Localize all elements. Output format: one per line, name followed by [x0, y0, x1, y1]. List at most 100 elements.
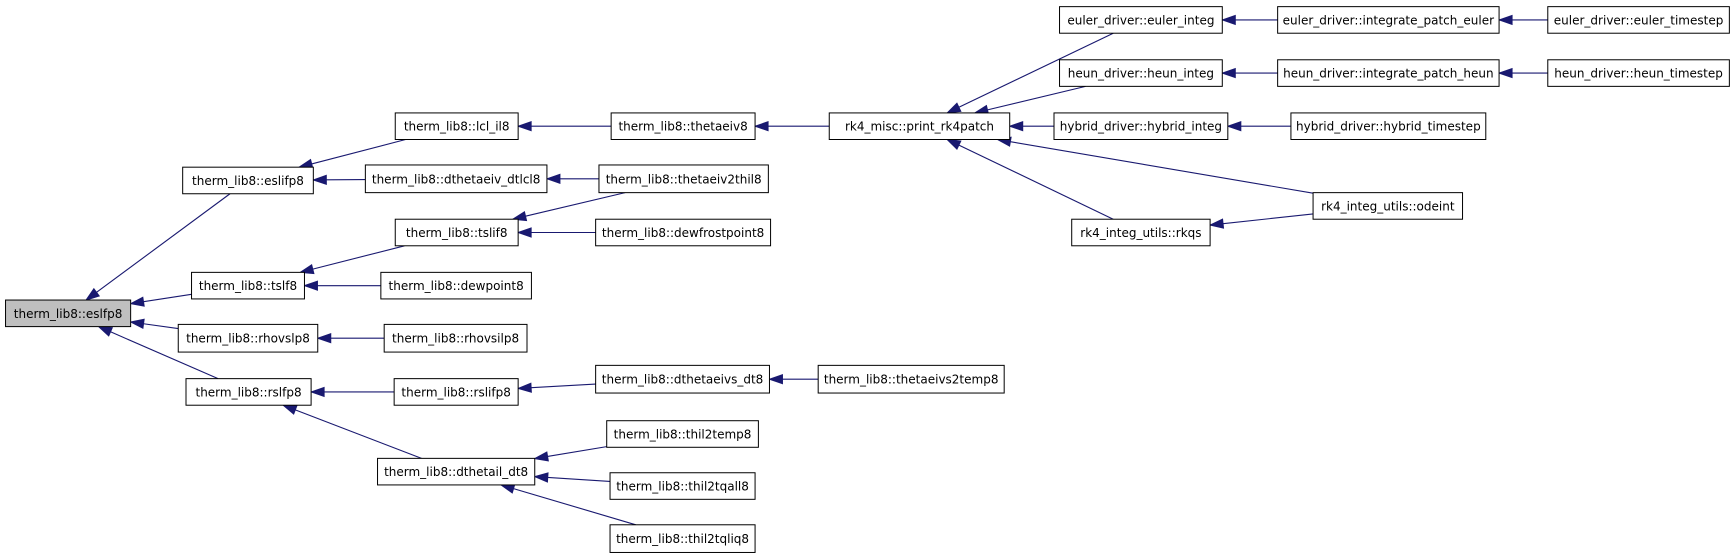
edge-dthetaeivs_dt8-to-rslifp8: [516, 382, 596, 393]
node-box[interactable]: [177, 323, 319, 353]
edge-line: [312, 245, 405, 270]
node-label: heun_driver::heun_timestep: [1554, 67, 1723, 81]
arrowhead: [311, 174, 327, 186]
arrowhead: [298, 263, 315, 275]
edge-dewpoint8-to-tslf8: [302, 280, 381, 291]
edge-tslif8-to-tslf8: [298, 245, 405, 275]
node-label: heun_driver::heun_integ: [1068, 67, 1214, 81]
node-integrate_patch_euler[interactable]: euler_driver::integrate_patch_euler: [1277, 6, 1500, 34]
edge-eslifp8-to-eslfp8: [84, 193, 231, 301]
node-print_rk4patch[interactable]: rk4_misc::print_rk4patch: [828, 112, 1011, 141]
node-box[interactable]: [598, 164, 769, 194]
node-eslfp8[interactable]: therm_lib8::eslfp8: [5, 299, 132, 328]
node-dthetaeiv_dtlcl8[interactable]: therm_lib8::dthetaeiv_dtlcl8: [364, 164, 548, 194]
node-euler_timestep[interactable]: euler_driver::euler_timestep: [1547, 6, 1730, 34]
node-label: therm_lib8::thetaeiv8: [618, 120, 747, 134]
node-integrate_patch_heun[interactable]: heun_driver::integrate_patch_heun: [1277, 59, 1500, 87]
node-euler_integ[interactable]: euler_driver::euler_integ: [1059, 6, 1223, 34]
node-box[interactable]: [1053, 112, 1229, 141]
arrowhead: [945, 138, 962, 151]
arrowhead: [1220, 14, 1236, 26]
node-box[interactable]: [1059, 6, 1223, 34]
node-heun_timestep[interactable]: heun_driver::heun_timestep: [1547, 59, 1730, 87]
arrowhead: [516, 227, 532, 238]
node-odeint[interactable]: rk4_integ_utils::odeint: [1312, 192, 1464, 220]
node-box[interactable]: [610, 112, 756, 141]
node-lcl_il8[interactable]: therm_lib8::lcl_il8: [394, 112, 519, 141]
node-box[interactable]: [380, 271, 532, 300]
edge-rslfp8-to-eslfp8: [97, 325, 219, 380]
arrowhead: [1497, 67, 1513, 79]
node-box[interactable]: [609, 472, 756, 500]
arrowhead: [316, 333, 332, 344]
node-box[interactable]: [1277, 59, 1500, 87]
node-label: therm_lib8::dthetail_dt8: [384, 465, 528, 479]
node-box[interactable]: [393, 378, 519, 406]
node-thetaeiv8[interactable]: therm_lib8::thetaeiv8: [610, 112, 756, 141]
node-box[interactable]: [377, 457, 536, 486]
node-thil2temp8[interactable]: therm_lib8::thil2temp8: [606, 420, 759, 448]
node-box[interactable]: [606, 420, 759, 448]
node-box[interactable]: [1312, 192, 1464, 220]
node-thil2tqliq8[interactable]: therm_lib8::thil2tqliq8: [609, 524, 756, 553]
node-hybrid_timestep[interactable]: hybrid_driver::hybrid_timestep: [1290, 112, 1487, 141]
node-rslfp8[interactable]: therm_lib8::rslfp8: [185, 378, 312, 406]
node-box[interactable]: [1290, 112, 1487, 141]
node-rslifp8[interactable]: therm_lib8::rslifp8: [393, 378, 519, 406]
node-box[interactable]: [609, 524, 756, 553]
node-label: therm_lib8::thil2temp8: [614, 428, 752, 442]
node-label: therm_lib8::rslifp8: [401, 385, 510, 399]
node-box[interactable]: [1547, 6, 1730, 34]
node-box[interactable]: [182, 166, 314, 195]
node-tslf8[interactable]: therm_lib8::tslf8: [191, 271, 305, 300]
arrowhead: [302, 280, 318, 291]
edge-line: [295, 409, 422, 459]
node-box[interactable]: [185, 378, 312, 406]
arrowhead: [1226, 121, 1242, 132]
node-box[interactable]: [828, 112, 1011, 141]
node-dewpoint8[interactable]: therm_lib8::dewpoint8: [380, 271, 532, 300]
node-rhovslp8[interactable]: therm_lib8::rhovslp8: [177, 323, 319, 353]
node-thetaeiv2thil8[interactable]: therm_lib8::thetaeiv2thil8: [598, 164, 769, 194]
arrowhead: [545, 173, 561, 185]
node-box[interactable]: [1071, 218, 1211, 247]
node-rhovsilp8[interactable]: therm_lib8::rhovsilp8: [383, 323, 528, 353]
node-eslifp8[interactable]: therm_lib8::eslifp8: [182, 166, 314, 195]
node-box[interactable]: [1547, 59, 1730, 87]
node-box[interactable]: [383, 323, 528, 353]
node-label: therm_lib8::rhovsilp8: [392, 332, 519, 346]
node-thil2tqall8[interactable]: therm_lib8::thil2tqall8: [609, 472, 756, 500]
node-box[interactable]: [595, 364, 770, 394]
edge-line: [110, 331, 219, 380]
node-hybrid_integ[interactable]: hybrid_driver::hybrid_integ: [1053, 112, 1229, 141]
node-rkqs[interactable]: rk4_integ_utils::rkqs: [1071, 218, 1211, 247]
node-tslif8[interactable]: therm_lib8::tslif8: [394, 218, 519, 247]
node-box[interactable]: [191, 271, 305, 300]
node-label: rk4_misc::print_rk4patch: [845, 120, 994, 134]
edge-integrate_patch_euler-to-euler_integ: [1220, 14, 1278, 26]
edge-rslifp8-to-rslfp8: [309, 386, 395, 398]
edge-line: [958, 144, 1114, 220]
node-dthetail_dt8[interactable]: therm_lib8::dthetail_dt8: [377, 457, 536, 486]
node-box[interactable]: [394, 112, 519, 141]
node-label: rk4_integ_utils::rkqs: [1080, 226, 1201, 240]
node-label: therm_lib8::dewfrostpoint8: [602, 226, 764, 240]
node-box[interactable]: [1277, 6, 1500, 34]
node-heun_integ[interactable]: heun_driver::heun_integ: [1059, 59, 1223, 87]
arrowhead: [1208, 218, 1225, 229]
node-label: therm_lib8::thil2tqliq8: [616, 532, 749, 546]
node-dewfrostpoint8[interactable]: therm_lib8::dewfrostpoint8: [595, 218, 772, 247]
arrowhead: [84, 287, 101, 301]
node-box[interactable]: [394, 218, 519, 247]
edge-dewfrostpoint8-to-tslif8: [516, 227, 596, 238]
node-box[interactable]: [364, 164, 548, 194]
node-box[interactable]: [1059, 59, 1223, 87]
arrowhead: [511, 211, 528, 222]
node-box[interactable]: [817, 364, 1005, 394]
arrowhead: [767, 373, 783, 385]
node-dthetaeivs_dt8[interactable]: therm_lib8::dthetaeivs_dt8: [595, 364, 770, 394]
node-thetaeivs2temp8[interactable]: therm_lib8::thetaeivs2temp8: [817, 364, 1005, 394]
nodes-layer: therm_lib8::eslfp8therm_lib8::eslifp8the…: [5, 6, 1730, 553]
node-box[interactable]: [595, 218, 772, 247]
node-box[interactable]: [5, 299, 132, 328]
